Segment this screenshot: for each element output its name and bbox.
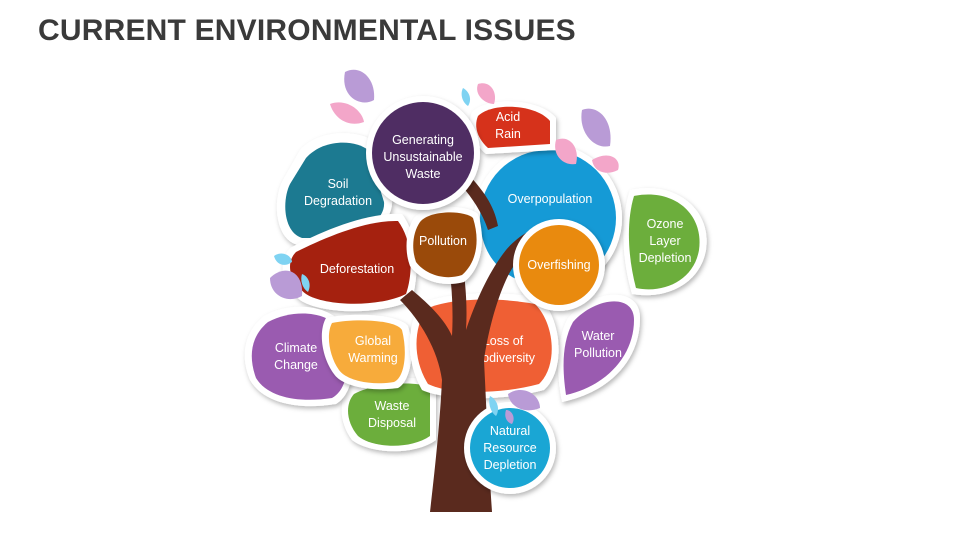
leaf-icon bbox=[592, 155, 619, 173]
decorative-leaves bbox=[270, 69, 619, 424]
issue-label-line: Loss of bbox=[483, 334, 524, 348]
issue-label-line: Change bbox=[274, 358, 318, 372]
deforestation-shape bbox=[290, 220, 411, 304]
issue-label-line: Deforestation bbox=[320, 262, 394, 276]
issue-label-line: Soil bbox=[328, 177, 349, 191]
issue-label-line: Ozone bbox=[647, 217, 684, 231]
issue-overfishing: Overfishing bbox=[513, 219, 605, 311]
issue-label-line: Acid bbox=[496, 110, 520, 124]
issue-label-line: Overfishing bbox=[527, 258, 590, 272]
issue-label-line: Generating bbox=[392, 133, 454, 147]
issue-label-line: Resource bbox=[483, 441, 537, 455]
pollution-shape bbox=[413, 212, 477, 278]
issue-label-line: Depletion bbox=[484, 458, 537, 472]
leaf-icon bbox=[477, 83, 496, 104]
issue-label-line: Waste bbox=[375, 399, 410, 413]
page-title: CURRENT ENVIRONMENTAL ISSUES bbox=[38, 14, 576, 47]
leaf-icon bbox=[301, 274, 310, 292]
issue-label-line: Natural bbox=[490, 424, 530, 438]
loss-of-biodiversity-label: Loss of Biodiversity bbox=[471, 334, 536, 365]
leaf-icon bbox=[505, 410, 514, 424]
issue-label-line: Overpopulation bbox=[508, 192, 593, 206]
issue-label-line: Global bbox=[355, 334, 391, 348]
leaf-icon bbox=[344, 69, 375, 103]
pollution-label: Pollution bbox=[419, 234, 467, 248]
generating-unsustainable-waste-shape bbox=[372, 102, 474, 204]
leaf-icon bbox=[489, 396, 498, 416]
deforestation-label: Deforestation bbox=[320, 262, 394, 276]
leaf-icon bbox=[270, 270, 303, 300]
leaf-icon bbox=[461, 88, 471, 106]
leaf-icon bbox=[555, 138, 577, 165]
water-pollution-shape bbox=[563, 301, 634, 395]
issue-label-line: Warming bbox=[348, 351, 398, 365]
issue-label-line: Waste bbox=[406, 167, 441, 181]
trunk-shape bbox=[400, 224, 552, 512]
overpopulation-label: Overpopulation bbox=[508, 192, 593, 206]
issue-label-line: Disposal bbox=[368, 416, 416, 430]
leaf-icon bbox=[581, 108, 611, 147]
leaf-icon bbox=[508, 389, 540, 411]
issue-label-line: Pollution bbox=[574, 346, 622, 360]
issue-label-line: Water bbox=[582, 329, 615, 343]
branch-upper bbox=[462, 176, 498, 230]
issue-pollution: Pollution bbox=[406, 206, 482, 285]
leaf-icon bbox=[274, 253, 292, 265]
issue-label-line: Degradation bbox=[304, 194, 372, 208]
waste-disposal-shape bbox=[348, 383, 430, 446]
issue-label-line: Unsustainable bbox=[383, 150, 462, 164]
natural-resource-depletion-shape bbox=[470, 408, 550, 488]
issue-label-line: Depletion bbox=[639, 251, 692, 265]
issue-label-line: Climate bbox=[275, 341, 317, 355]
ozone-layer-depletion-shape bbox=[628, 194, 700, 290]
issue-label-line: Pollution bbox=[419, 234, 467, 248]
tree-trunk bbox=[400, 176, 552, 512]
global-warming-shape bbox=[328, 320, 405, 384]
overfishing-label: Overfishing bbox=[527, 258, 590, 272]
soil-degradation-shape bbox=[285, 142, 385, 238]
leaf-icon bbox=[330, 102, 364, 124]
overfishing-shape bbox=[519, 225, 599, 305]
acid-rain-shape bbox=[476, 106, 550, 148]
issue-deforestation: Deforestation bbox=[282, 213, 417, 312]
issue-label-line: Rain bbox=[495, 127, 521, 141]
issue-label-line: Layer bbox=[649, 234, 680, 248]
issue-label-line: Biodiversity bbox=[471, 351, 536, 365]
